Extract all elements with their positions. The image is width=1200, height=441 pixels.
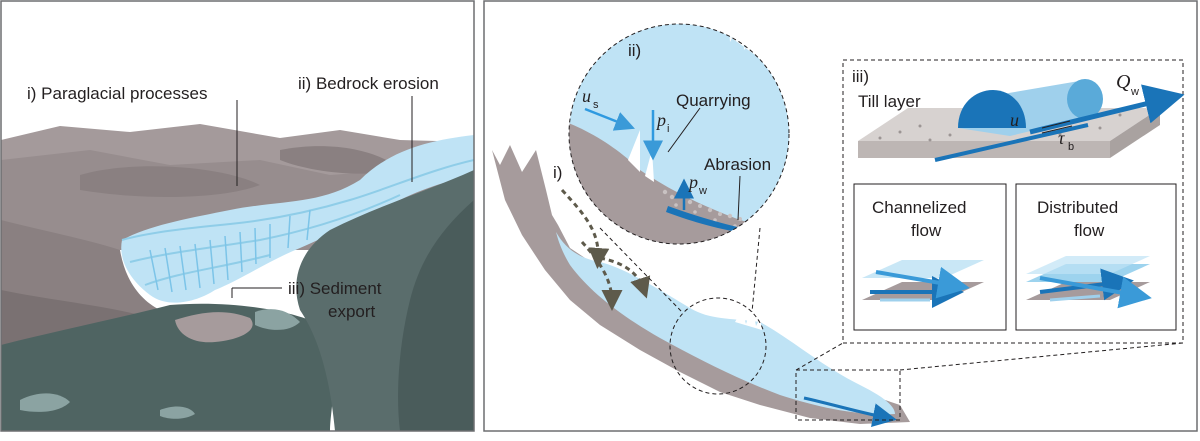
pi-symbol: p [655, 110, 666, 130]
glacier-ice [121, 135, 474, 303]
qw-symbol: Q [1116, 71, 1131, 93]
channelized-label-2: flow [911, 221, 942, 240]
us-subscript: s [593, 99, 599, 111]
inset-ii-label: ii) [628, 41, 641, 60]
inset-iii [842, 59, 1185, 344]
tau-subscript: b [1068, 141, 1074, 153]
u-symbol: u [1010, 110, 1019, 130]
tau-symbol: τ [1058, 128, 1065, 148]
pw-symbol: p [687, 172, 698, 192]
glacier-cross-section [492, 145, 1184, 427]
glacier-ice-body [556, 232, 895, 415]
paraglacial-label: i) Paraglacial processes [27, 84, 207, 103]
channelized-label-1: Channelized [872, 198, 967, 217]
bedrock-erosion-label: ii) Bedrock erosion [298, 74, 439, 93]
pw-subscript: w [698, 185, 707, 197]
distributed-label-2: flow [1074, 221, 1105, 240]
glacier-i-label: i) [553, 163, 562, 182]
us-symbol: u [582, 86, 591, 106]
distributed-label-1: Distributed [1037, 198, 1118, 217]
valley-floor [1, 303, 335, 431]
abrasion-label: Abrasion [704, 155, 771, 174]
sediment-export-label-1: iii) Sediment [288, 279, 382, 298]
inset-iii-label: iii) [852, 67, 869, 86]
left-panel-border [0, 0, 475, 432]
inset-ii [568, 23, 790, 245]
left-panel [1, 1, 474, 431]
sediment-export-label-2: export [328, 302, 376, 321]
pi-subscript: i [667, 123, 669, 135]
sediment-plume [175, 312, 253, 343]
quarrying-label: Quarrying [676, 91, 751, 110]
qw-subscript: w [1130, 86, 1139, 98]
till-layer-label: Till layer [858, 92, 921, 111]
